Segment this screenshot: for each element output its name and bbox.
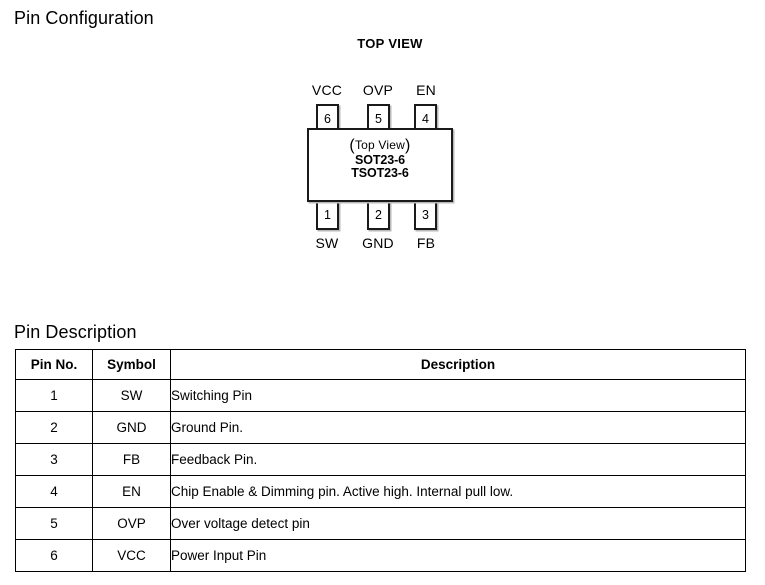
pin-lead-3: 3 xyxy=(414,200,437,230)
package-pinout-diagram: TOP VIEW VCC OVP EN 6 5 4 (Top View) SOT… xyxy=(280,36,500,266)
cell-pin-no: 5 xyxy=(15,507,93,540)
pin-lead-1: 1 xyxy=(316,200,339,230)
pin-label-en: EN xyxy=(416,82,436,98)
cell-pin-no: 3 xyxy=(15,443,93,476)
cell-pin-no: 4 xyxy=(15,475,93,508)
cell-symbol: EN xyxy=(92,475,171,508)
pin-label-fb: FB xyxy=(416,235,436,251)
cell-description: Over voltage detect pin xyxy=(170,507,746,540)
page-title-pin-configuration: Pin Configuration xyxy=(14,8,154,28)
cell-symbol: VCC xyxy=(92,539,171,572)
chip-top-view-note: (Top View) xyxy=(309,137,451,154)
pin-label-ovp: OVP xyxy=(362,82,394,98)
cell-symbol: GND xyxy=(92,411,171,444)
table-header-row: Pin No. Symbol Description xyxy=(15,349,746,380)
cell-description: Ground Pin. xyxy=(170,411,746,444)
chip-package-sot23-6: SOT23-6 xyxy=(354,153,405,168)
paren-close-glyph: ) xyxy=(405,137,411,154)
table-row: 4 EN Chip Enable & Dimming pin. Active h… xyxy=(15,475,746,508)
chip-body-text: (Top View) SOT23-6 TSOT23-6 xyxy=(309,137,451,181)
pin-lead-2: 2 xyxy=(367,200,390,230)
cell-symbol: SW xyxy=(92,379,171,412)
pin-label-gnd: GND xyxy=(362,235,394,251)
cell-symbol: FB xyxy=(92,443,171,476)
top-view-title: TOP VIEW xyxy=(357,36,423,51)
pin-label-sw: SW xyxy=(315,235,339,251)
page-title-pin-description: Pin Description xyxy=(14,322,137,342)
paren-open-glyph: ( xyxy=(349,137,355,154)
table-row: 2 GND Ground Pin. xyxy=(15,411,746,444)
chip-top-view-note-text: Top View xyxy=(354,138,406,152)
cell-description: Power Input Pin xyxy=(170,539,746,572)
pin-description-table: Pin No. Symbol Description 1 SW Switchin… xyxy=(15,349,746,572)
table-row: 5 OVP Over voltage detect pin xyxy=(15,507,746,540)
table-row: 1 SW Switching Pin xyxy=(15,379,746,412)
column-header-pin-no: Pin No. xyxy=(15,349,93,380)
chip-body: (Top View) SOT23-6 TSOT23-6 xyxy=(307,128,453,202)
table-row: 6 VCC Power Input Pin xyxy=(15,539,746,572)
cell-description: Chip Enable & Dimming pin. Active high. … xyxy=(170,475,746,508)
column-header-symbol: Symbol xyxy=(92,349,171,380)
cell-pin-no: 1 xyxy=(15,379,93,412)
pin-lead-5: 5 xyxy=(367,104,390,134)
cell-symbol: OVP xyxy=(92,507,171,540)
pin-label-vcc: VCC xyxy=(311,82,343,98)
chip-package-tsot23-6: TSOT23-6 xyxy=(351,166,409,181)
cell-pin-no: 2 xyxy=(15,411,93,444)
cell-description: Feedback Pin. xyxy=(170,443,746,476)
cell-pin-no: 6 xyxy=(15,539,93,572)
cell-description: Switching Pin xyxy=(170,379,746,412)
table-row: 3 FB Feedback Pin. xyxy=(15,443,746,476)
column-header-description: Description xyxy=(170,349,746,380)
